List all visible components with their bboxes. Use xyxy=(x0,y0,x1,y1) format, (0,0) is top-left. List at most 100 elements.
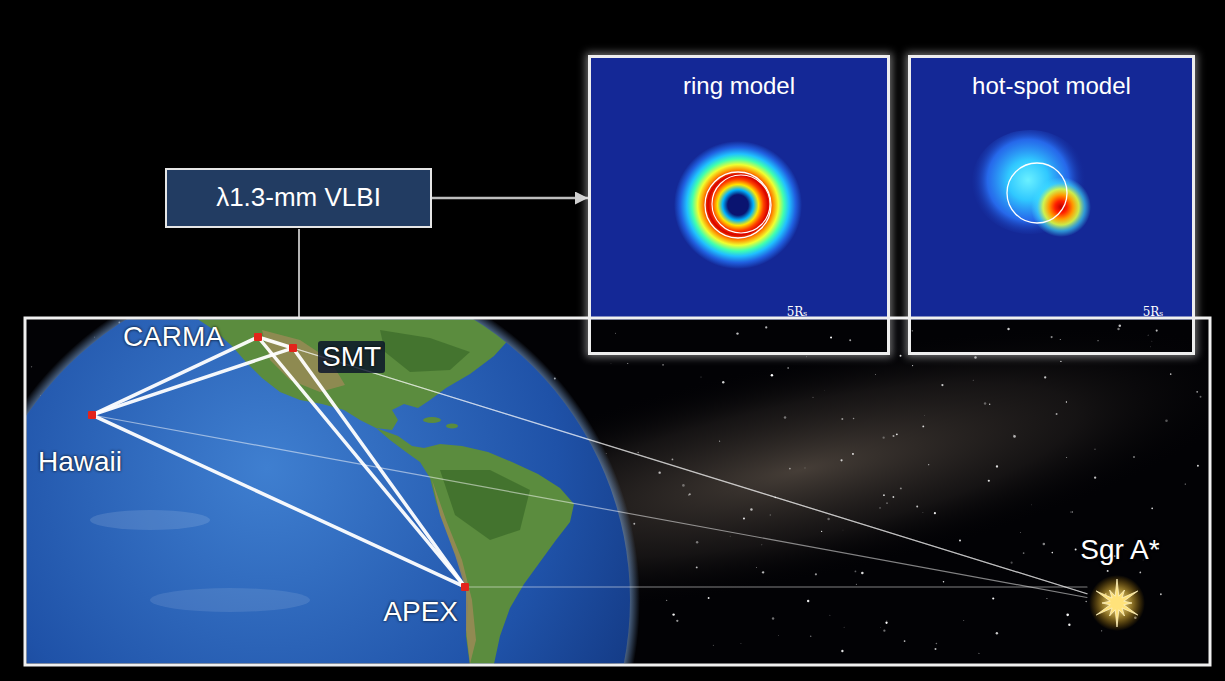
star xyxy=(1150,346,1152,348)
star xyxy=(978,652,980,654)
star xyxy=(772,617,774,619)
star xyxy=(821,531,822,532)
star xyxy=(912,330,913,331)
sight-line xyxy=(96,416,1087,598)
star xyxy=(830,336,832,338)
star xyxy=(672,613,674,615)
star xyxy=(1097,340,1098,341)
arrow-connector xyxy=(432,197,588,200)
star xyxy=(900,487,902,489)
star xyxy=(829,614,831,616)
star xyxy=(984,402,986,404)
star xyxy=(787,367,789,369)
star xyxy=(696,541,698,543)
star xyxy=(1068,624,1070,626)
star xyxy=(1013,435,1016,438)
star xyxy=(1160,593,1162,595)
star xyxy=(1119,325,1122,328)
star xyxy=(1165,420,1168,423)
station-dot: APEX xyxy=(461,583,469,591)
star xyxy=(842,529,844,531)
panel-title: hot-spot model xyxy=(972,72,1131,100)
star xyxy=(805,356,807,358)
fit-circle xyxy=(712,175,770,233)
star xyxy=(1066,401,1067,402)
north-america xyxy=(196,320,522,431)
star xyxy=(713,645,714,646)
star xyxy=(924,415,926,417)
fit-circle xyxy=(705,172,771,238)
star xyxy=(701,376,702,377)
star xyxy=(1151,507,1153,509)
cloud xyxy=(90,510,210,530)
star xyxy=(972,379,974,381)
star xyxy=(841,418,843,420)
star xyxy=(810,635,812,637)
process-box: λ1.3-mm VLBI xyxy=(165,168,432,228)
star xyxy=(886,502,887,503)
star xyxy=(896,433,898,435)
star xyxy=(1007,328,1009,330)
star xyxy=(743,517,745,519)
star xyxy=(959,539,961,541)
star xyxy=(627,363,628,364)
star xyxy=(1051,336,1053,338)
star xyxy=(885,622,887,624)
baseline xyxy=(96,349,289,413)
cloud xyxy=(150,588,310,612)
star xyxy=(1156,330,1158,332)
ring-image xyxy=(674,141,802,269)
station-dot: CARMA xyxy=(254,333,262,341)
star xyxy=(1056,413,1058,415)
star xyxy=(880,627,882,629)
star xyxy=(658,471,660,473)
box-label: λ1.3-mm VLBI xyxy=(216,183,381,213)
star xyxy=(1139,572,1141,574)
star xyxy=(1044,376,1046,378)
station-label: SMT xyxy=(318,341,385,373)
star xyxy=(827,518,829,520)
star xyxy=(1185,483,1186,484)
rainforest xyxy=(440,470,530,540)
star xyxy=(1031,504,1033,506)
star xyxy=(861,572,864,575)
island xyxy=(446,424,458,429)
globe xyxy=(27,320,631,664)
star xyxy=(784,416,786,418)
star xyxy=(934,512,936,514)
star xyxy=(904,640,906,642)
sight-line xyxy=(262,338,1087,593)
star xyxy=(770,514,771,515)
star xyxy=(1070,511,1072,513)
star xyxy=(855,571,857,573)
star xyxy=(1066,614,1069,617)
star-burst xyxy=(1096,579,1138,627)
panel-title: ring model xyxy=(683,72,795,100)
star xyxy=(882,436,884,438)
star xyxy=(1075,549,1077,551)
star xyxy=(789,468,791,470)
star xyxy=(852,453,854,455)
star xyxy=(740,643,742,645)
station-label: APEX xyxy=(383,596,458,628)
star xyxy=(1060,339,1061,340)
star xyxy=(708,597,710,599)
star xyxy=(762,571,764,573)
star xyxy=(989,404,990,405)
star-shape xyxy=(1087,573,1147,633)
star xyxy=(912,365,913,366)
star xyxy=(840,459,842,461)
star xyxy=(761,544,763,546)
fit-circle xyxy=(1007,163,1067,223)
star xyxy=(886,620,888,622)
star xyxy=(676,620,678,622)
star xyxy=(1147,334,1149,336)
star xyxy=(1043,543,1046,546)
ring-panel-ground xyxy=(588,55,890,355)
star xyxy=(1011,562,1013,564)
baseline xyxy=(96,417,461,585)
star xyxy=(988,480,990,482)
star xyxy=(943,581,944,582)
star xyxy=(1023,552,1025,554)
star xyxy=(892,435,894,437)
